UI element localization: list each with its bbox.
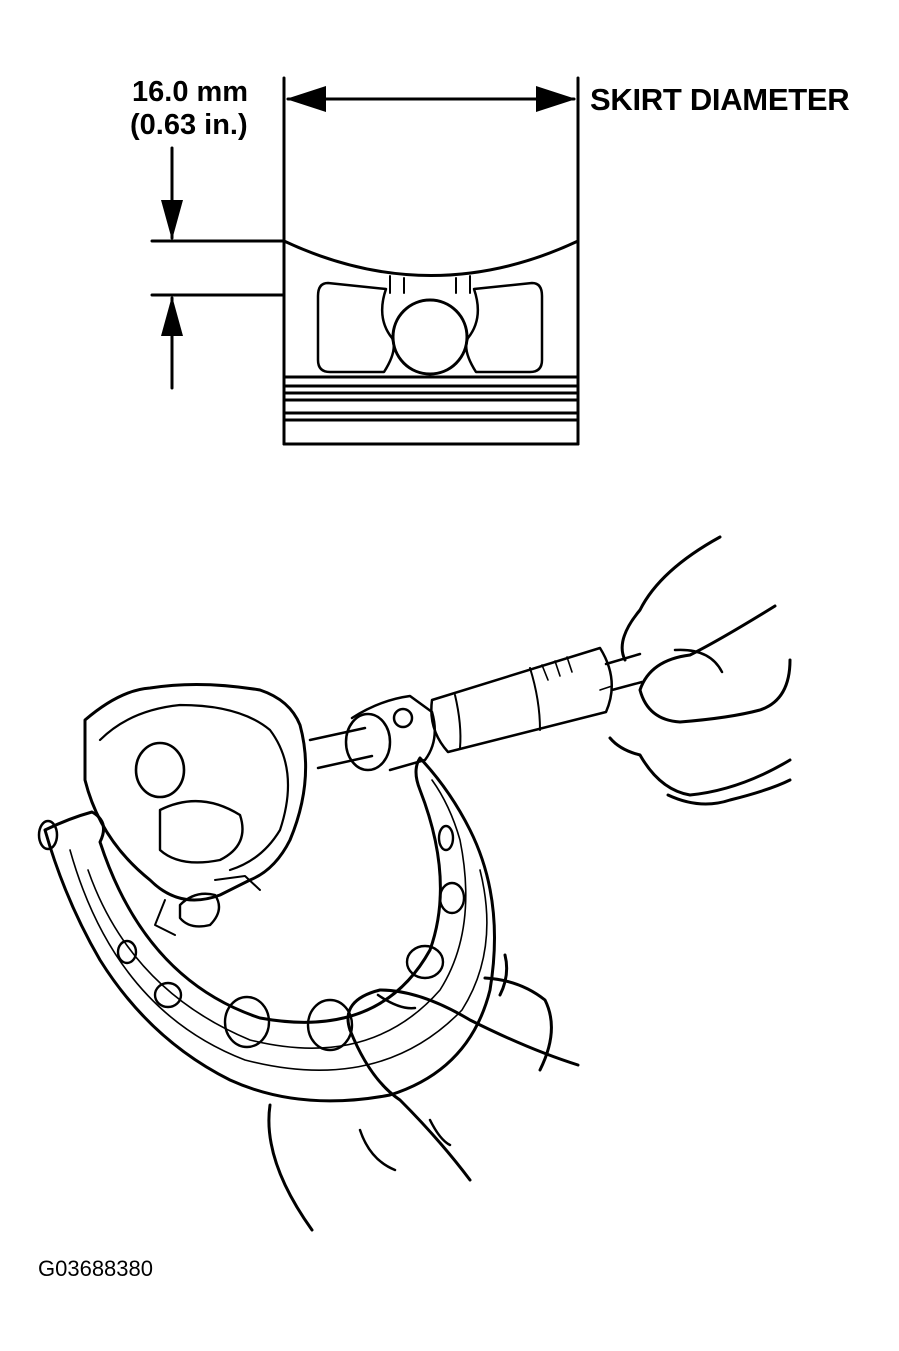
skirt-diameter-label: SKIRT DIAMETER xyxy=(590,82,850,117)
left-hand xyxy=(267,953,580,1232)
arrow-down-icon xyxy=(161,200,183,240)
frame-holes xyxy=(116,824,466,1052)
measurement-metric: 16.0 mm xyxy=(132,76,249,108)
measurement-imperial: (0.63 in.) xyxy=(130,109,248,141)
piston-crown-curve xyxy=(282,239,580,277)
ring-grooves xyxy=(282,375,580,422)
micrometer-thimble xyxy=(430,646,644,754)
micrometer-frame xyxy=(43,756,496,1103)
skirt-diameter-dimension xyxy=(286,86,576,112)
piston-side-view xyxy=(282,76,580,446)
arrow-up-icon xyxy=(161,296,183,336)
piston-left-window xyxy=(316,281,395,374)
right-hand xyxy=(608,535,792,806)
anvil-icon xyxy=(37,819,59,851)
micrometer-spindle xyxy=(308,694,437,772)
arrow-left-icon xyxy=(286,86,326,112)
piston-right-window xyxy=(465,281,544,374)
figure-id: G03688380 xyxy=(38,1256,153,1281)
arrow-right-icon xyxy=(536,86,576,112)
piston-outline xyxy=(282,76,580,446)
height-dimension xyxy=(150,146,286,390)
micrometer-illustration xyxy=(37,535,792,1232)
piston-on-micrometer xyxy=(83,682,308,936)
piston-pin-boss xyxy=(391,298,469,376)
